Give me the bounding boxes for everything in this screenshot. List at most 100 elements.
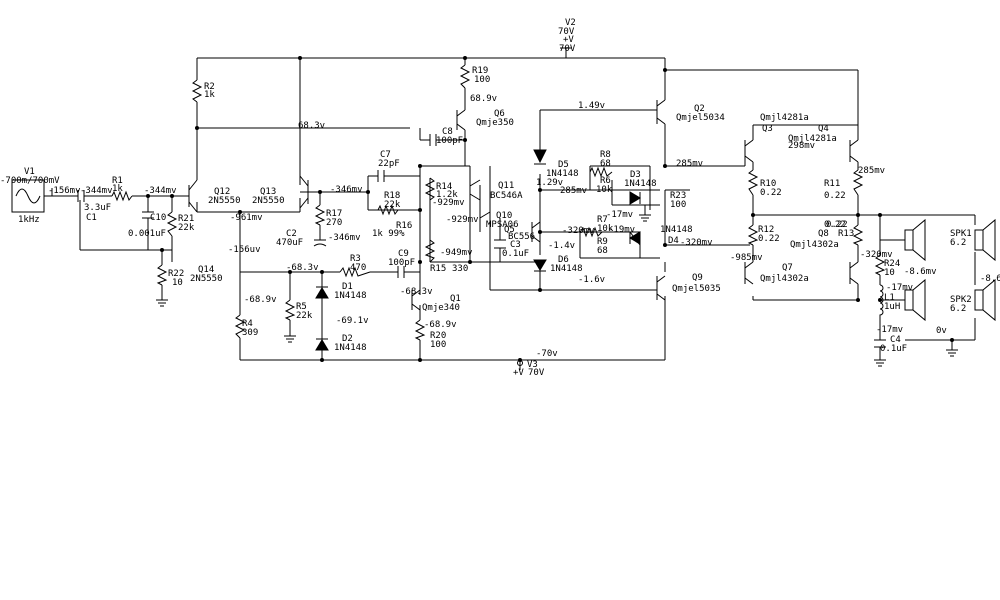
q5-name: Q5 xyxy=(504,225,515,235)
diode-d3: D3 1N4148 xyxy=(624,170,657,205)
resistor-r8: R8 68 xyxy=(589,150,613,178)
r12-value: 0.22 xyxy=(758,234,780,244)
c9-value: 100pF xyxy=(388,258,415,268)
c4-name: C4 xyxy=(890,335,901,345)
r22-name: R22 xyxy=(168,269,184,279)
r15-name: R15 xyxy=(430,264,446,274)
probe-156mv: -156mv xyxy=(48,186,81,196)
resistor-r20: R20 100 xyxy=(414,319,446,350)
d4-name: D4 xyxy=(668,236,679,246)
q3-name: Q3 xyxy=(762,124,773,134)
ground-symbols xyxy=(156,214,958,367)
probe-0-22-q8: 0.22 xyxy=(826,220,848,230)
q6-model: Qmje350 xyxy=(476,118,514,128)
probe-949mv: -949mv xyxy=(440,248,473,258)
r4-name: R4 xyxy=(242,319,253,329)
r18-name: R18 xyxy=(384,191,400,201)
probe-68-9v-q1: -68.9v xyxy=(424,320,457,330)
d5-model: 1N4148 xyxy=(546,169,579,179)
probe-68-3v-c9: -68.3v xyxy=(400,287,433,297)
capacitor-c1: 3.3uF C1 xyxy=(77,190,111,223)
v1-freq: 1kHz xyxy=(18,215,40,225)
q12-name: Q12 xyxy=(214,187,230,197)
resistor-r24: R24 10 xyxy=(874,254,900,278)
v1-spec: -700m/700mV xyxy=(0,176,60,186)
resistor-r6: R6 10k xyxy=(596,176,613,195)
probe-17mv-l1: -17mv xyxy=(886,283,913,293)
v2-value2: 70V xyxy=(559,44,576,54)
probe-344mv-base: -344mv xyxy=(144,186,177,196)
r4-value: 309 xyxy=(242,328,258,338)
d1-model: 1N4148 xyxy=(334,291,367,301)
r14-name: R14 xyxy=(436,182,452,192)
q14-name: Q14 xyxy=(198,265,214,275)
r7-value: 10k xyxy=(597,224,614,234)
probe-320mv-d6: -320mv xyxy=(562,226,595,236)
resistor-r9: R9 68 xyxy=(597,237,608,256)
probe-285mv-q2: 285mv xyxy=(676,159,703,169)
resistor-r13: R13 0.22 xyxy=(824,220,864,246)
probe-346mv-c2: -346mv xyxy=(328,233,361,243)
q10-model: MPSA06 xyxy=(486,220,519,230)
source-v3: V3 +V 70V xyxy=(513,360,545,378)
c2-value: 470uF xyxy=(276,238,303,248)
resistor-r23: R23 100 xyxy=(670,191,686,210)
probe-344mv-input: -344mv xyxy=(80,186,113,196)
r5-value: 22k xyxy=(296,311,313,321)
probe-346mv-q13: -346mv xyxy=(330,185,363,195)
probe-68-3v-top: 68.3v xyxy=(298,121,325,131)
r21-name: R21 xyxy=(178,214,194,224)
c7-value: 22pF xyxy=(378,159,400,169)
c10-name: C10 xyxy=(150,213,166,223)
r5-name: R5 xyxy=(296,302,307,312)
probe-17mv-c4: -17mv xyxy=(876,325,903,335)
probe-320mv-q9: -320mv xyxy=(680,238,713,248)
c8-value: 100pF xyxy=(436,136,463,146)
r22-value: 10 xyxy=(172,278,183,288)
r13-name: R13 xyxy=(838,229,854,239)
r19-value: 100 xyxy=(474,75,490,85)
v3-value: 70V xyxy=(528,368,545,378)
inductor-l1: L1 1uH xyxy=(879,284,900,318)
probe-320mv-q8: -320mv xyxy=(860,250,893,260)
transistor-q11: Q11 BC546A xyxy=(469,179,523,201)
q5-model: BC556 xyxy=(508,232,535,242)
resistor-r22: R22 10 xyxy=(156,264,184,288)
q9-model: Qmjel5035 xyxy=(672,284,721,294)
resistor-r2: R2 1k xyxy=(191,79,215,103)
r7-name: R7 xyxy=(597,215,608,225)
q13-model: 2N5550 xyxy=(252,196,285,206)
r12-name: R12 xyxy=(758,225,774,235)
probe-1-6v: -1.6v xyxy=(578,275,605,285)
capacitor-c7: C7 22pF xyxy=(377,150,400,182)
q8-model: Qmjl4302a xyxy=(790,240,839,250)
r10-name: R10 xyxy=(760,179,776,189)
resistor-r4: R4 309 xyxy=(234,314,258,339)
r6-value: 10k xyxy=(596,185,613,195)
transistor-q2: Q2 Qmjel5034 xyxy=(656,99,725,125)
d3-model: 1N4148 xyxy=(624,179,657,189)
q11-model: BC546A xyxy=(490,191,523,201)
junction-dots xyxy=(146,56,954,362)
resistor-r16: R16 1k 99% xyxy=(372,221,412,239)
resistor-r1: R1 1k xyxy=(111,176,133,202)
wires xyxy=(51,48,976,370)
c10-value: 0.001uF xyxy=(128,229,166,239)
c7-name: C7 xyxy=(380,150,391,160)
d5-name: D5 xyxy=(558,160,569,170)
probe-69-1v: -69.1v xyxy=(336,316,369,326)
r8-name: R8 xyxy=(600,150,611,160)
spk2-value: 6.2 xyxy=(950,304,966,314)
transistor-q13: Q13 2N5550 xyxy=(252,175,312,209)
r19-name: R19 xyxy=(472,66,488,76)
probe-285mv-d5: 285mv xyxy=(560,186,587,196)
q12-model: 2N5550 xyxy=(208,196,241,206)
capacitor-c4: C4 0.1uF xyxy=(874,335,907,354)
r18-value: 22k xyxy=(384,200,401,210)
r20-value: 100 xyxy=(430,340,446,350)
d4-model: 1N4148 xyxy=(660,225,693,235)
transistor-q1: Q1 Qmje340 xyxy=(411,289,461,313)
c3-name: C3 xyxy=(510,240,521,250)
speaker-spk2: SPK2 6.2 xyxy=(904,278,996,322)
